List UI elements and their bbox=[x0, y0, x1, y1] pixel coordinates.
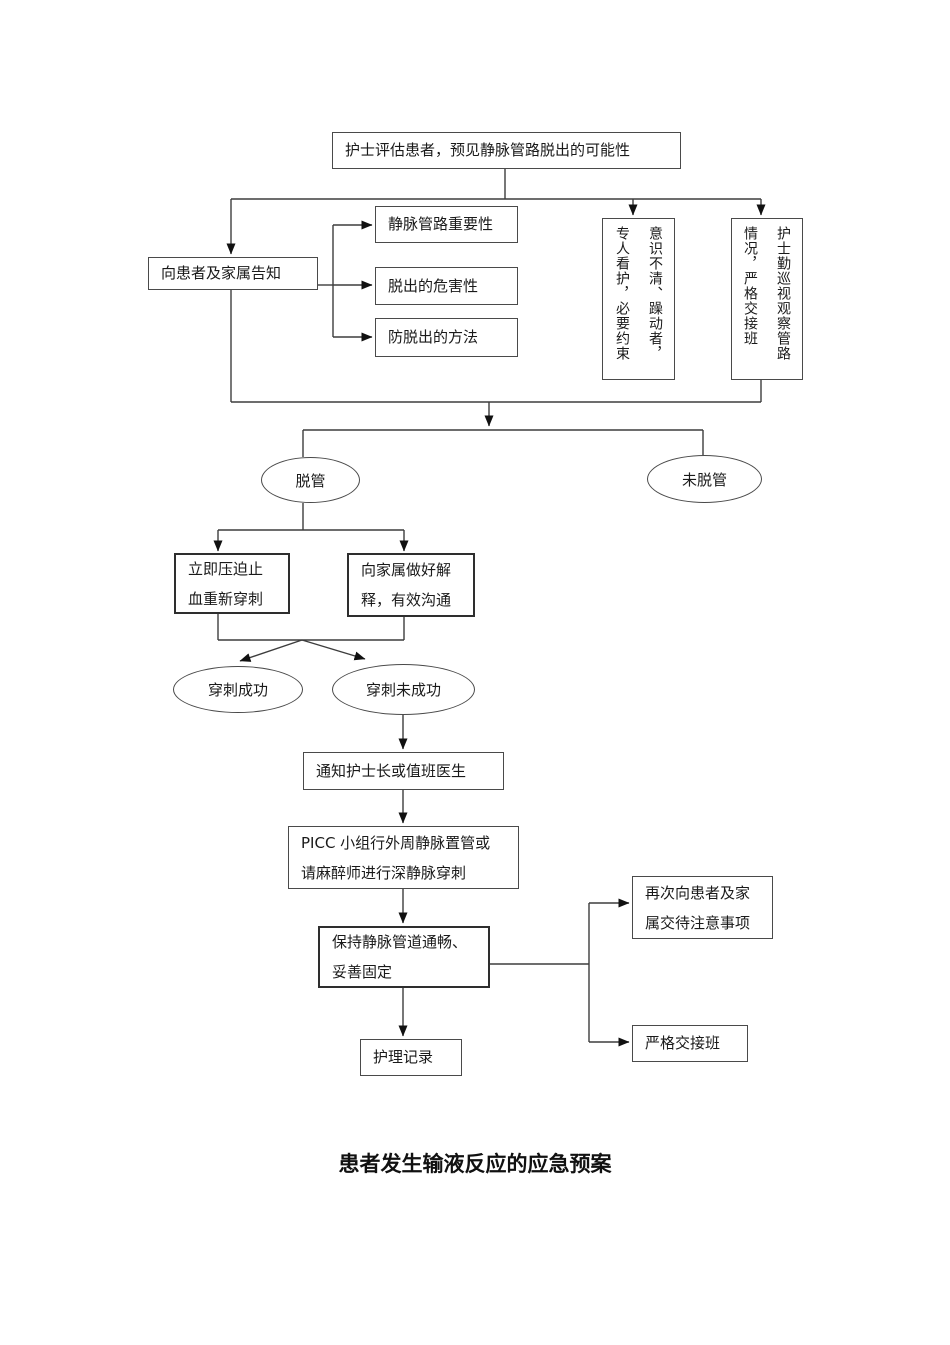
node-dislodge-harm: 脱出的危害性 bbox=[375, 267, 518, 305]
node-line-importance: 静脉管路重要性 bbox=[375, 206, 518, 243]
node-prevent-method: 防脱出的方法 bbox=[375, 318, 518, 357]
node-nurse-patrol-handover: 护士勤巡视观察管路 情况，严格交接班 bbox=[731, 218, 803, 380]
node-notify-head-nurse-doctor: 通知护士长或值班医生 bbox=[303, 752, 504, 790]
node-keep-line-patent: 保持静脉管道通畅、 妥善固定 bbox=[318, 926, 490, 988]
node-picc-deep-vein: PICC 小组行外周静脉置管或 请麻醉师进行深静脉穿刺 bbox=[288, 826, 519, 889]
ellipse-puncture-success: 穿刺成功 bbox=[173, 666, 303, 713]
node-strict-handover: 严格交接班 bbox=[632, 1025, 748, 1062]
node-nursing-record: 护理记录 bbox=[360, 1039, 462, 1076]
ellipse-tube-detached: 脱管 bbox=[261, 457, 360, 503]
node-reexplain-precautions: 再次向患者及家 属交待注意事项 bbox=[632, 876, 773, 939]
page-caption: 患者发生输液反应的应急预案 bbox=[338, 1151, 612, 1176]
ellipse-tube-not-detached: 未脱管 bbox=[647, 455, 762, 503]
node-explain-to-family: 向家属做好解 释，有效沟通 bbox=[347, 553, 475, 617]
node-assess-patient: 护士评估患者，预见静脉管路脱出的可能性 bbox=[332, 132, 681, 169]
node-restrain-confused-patient: 意识不清、躁动者， 专人看护，必要约束 bbox=[602, 218, 675, 380]
ellipse-puncture-fail: 穿刺未成功 bbox=[332, 664, 475, 715]
node-press-repuncture: 立即压迫止 血重新穿刺 bbox=[174, 553, 290, 614]
node-inform-family: 向患者及家属告知 bbox=[148, 257, 318, 290]
